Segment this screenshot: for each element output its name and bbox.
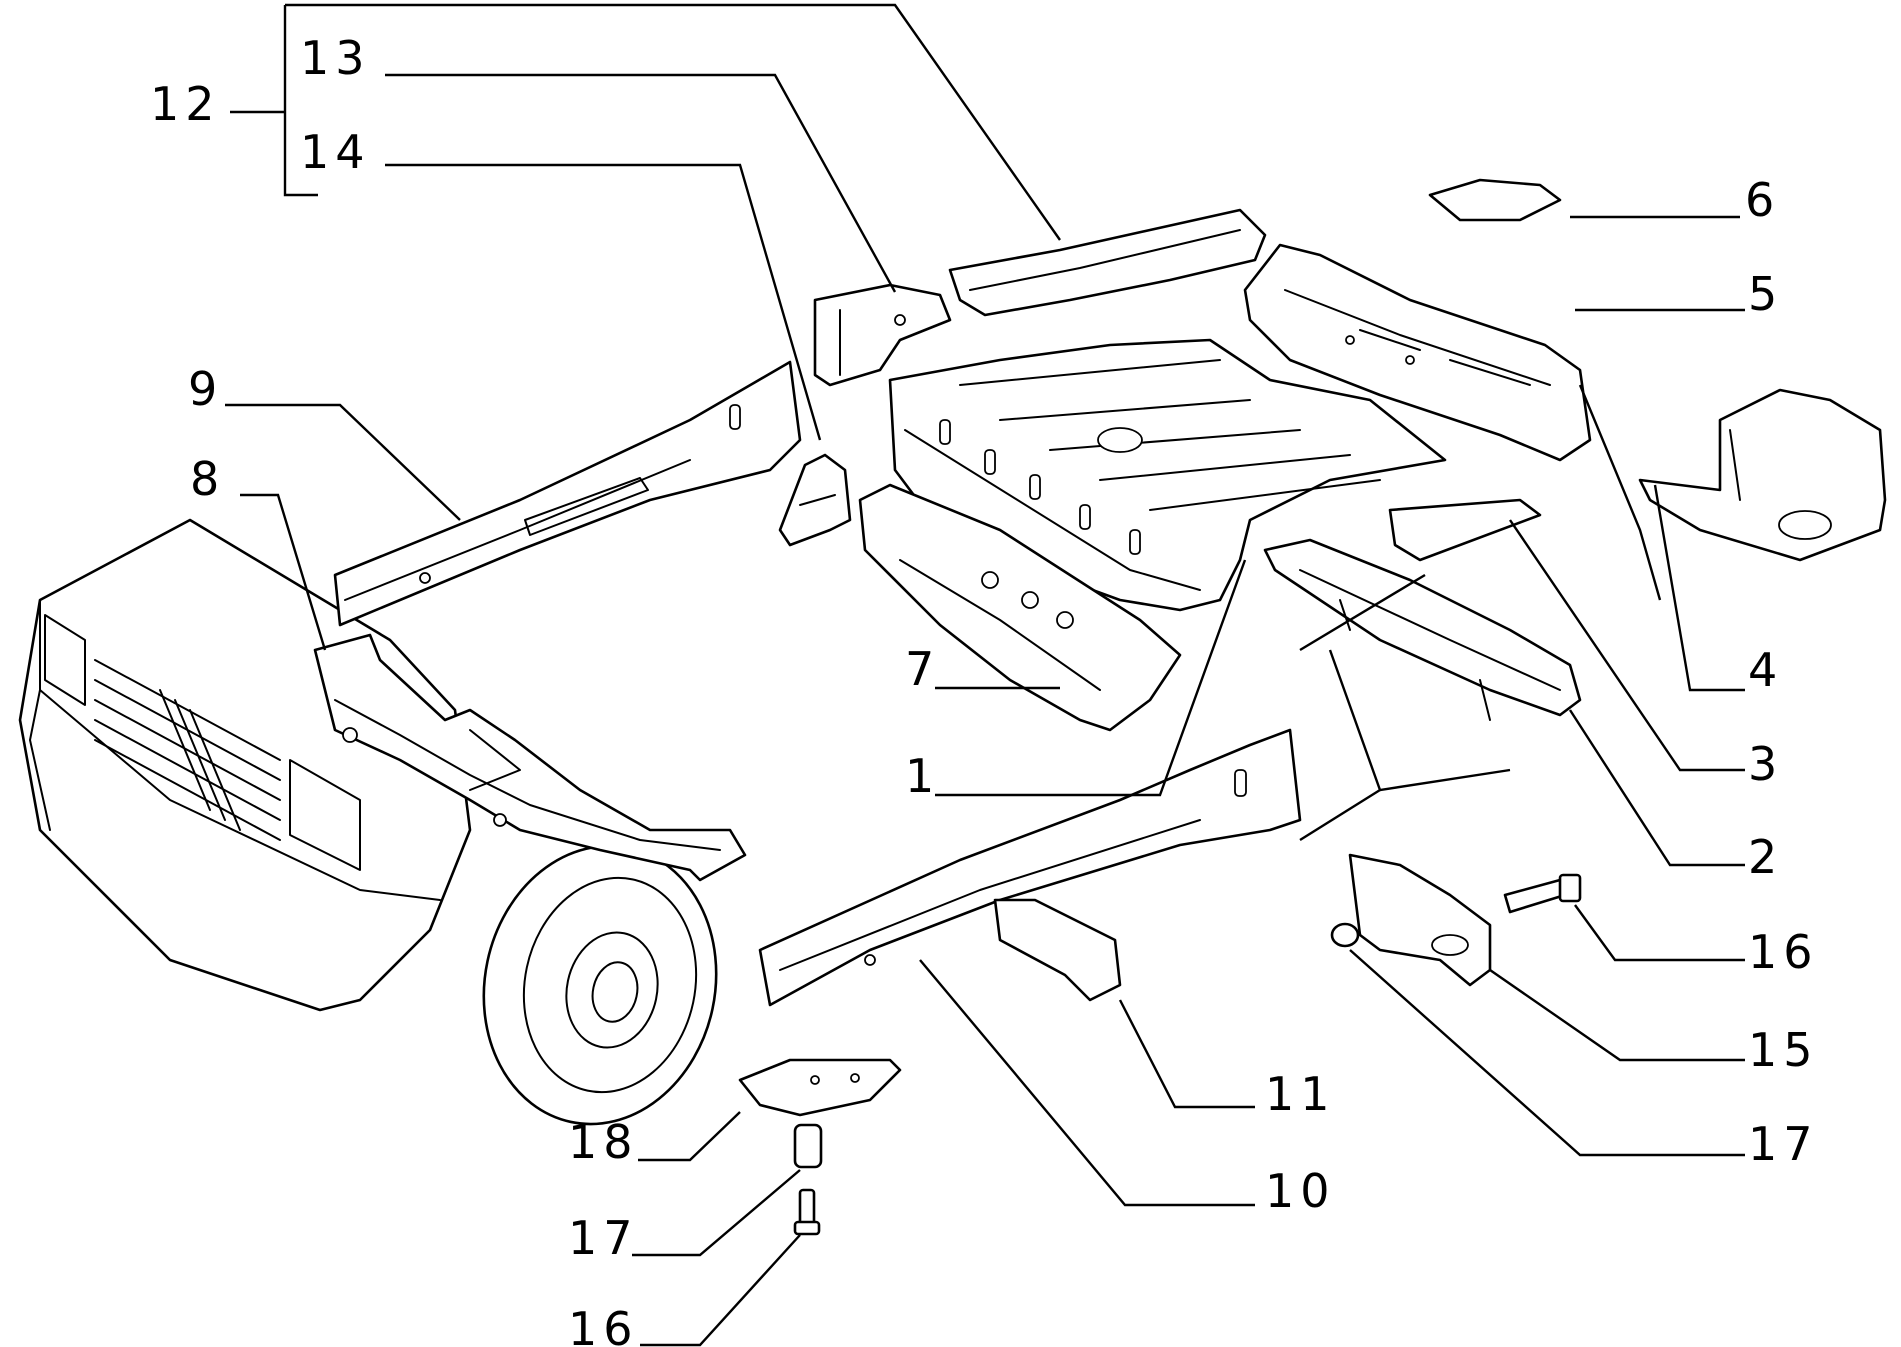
callout-11: 11: [1265, 1067, 1336, 1121]
part-4-rear-bracket: [1638, 388, 1887, 562]
callout-18: 18: [568, 1115, 639, 1169]
part-17-spacer-lower: [793, 1123, 823, 1169]
callout-14: 14: [300, 125, 371, 179]
part-16-bolt-right: [1503, 873, 1582, 914]
callout-10: 10: [1265, 1164, 1336, 1218]
part-3-small-rail: [1388, 498, 1542, 562]
callout-15: 15: [1748, 1023, 1819, 1077]
part-14-small-bracket: [778, 453, 852, 547]
callout-5: 5: [1748, 267, 1783, 321]
callout-9: 9: [188, 362, 223, 416]
part-10-right-sill: [758, 728, 1302, 1007]
part-9-left-sill: [333, 360, 802, 627]
part-12-upper-crossmember: [948, 208, 1267, 317]
part-17-bushing-right: [1330, 922, 1360, 948]
part-8-front-crossmember: [313, 633, 747, 882]
callout-1: 1: [905, 749, 940, 803]
part-5-rear-floor-member: [1243, 243, 1592, 462]
callout-2: 2: [1748, 830, 1783, 884]
front-wheel: [482, 844, 718, 1126]
part-15-mount-bracket: [1348, 853, 1492, 987]
callout-4: 4: [1748, 643, 1783, 697]
callout-16-lower: 16: [568, 1302, 639, 1347]
callout-8: 8: [190, 452, 225, 506]
callout-16-right: 16: [1748, 925, 1819, 979]
callout-12: 12: [150, 77, 221, 131]
callout-3: 3: [1748, 737, 1783, 791]
callout-13: 13: [300, 31, 371, 85]
callout-7: 7: [905, 642, 940, 696]
part-18-plate: [738, 1058, 902, 1117]
part-16-bolt-lower: [793, 1188, 821, 1236]
part-6-cover-plate: [1428, 178, 1562, 222]
part-2-side-rail: [1263, 538, 1582, 721]
callout-labels: 12 13 14 9 8 7 1 6 5 4 3 2 16 15 17 11 1…: [150, 31, 1819, 1347]
leader-lines: [225, 3, 1745, 1347]
callout-6: 6: [1745, 173, 1780, 227]
callout-17-right: 17: [1748, 1117, 1819, 1171]
callout-17-lower: 17: [568, 1211, 639, 1265]
part-13-channel-member: [813, 283, 952, 387]
part-1-floor-pan: [888, 338, 1447, 612]
part-11-floor-bracket: [993, 898, 1122, 1002]
part-7-rear-crossmember: [858, 483, 1182, 732]
